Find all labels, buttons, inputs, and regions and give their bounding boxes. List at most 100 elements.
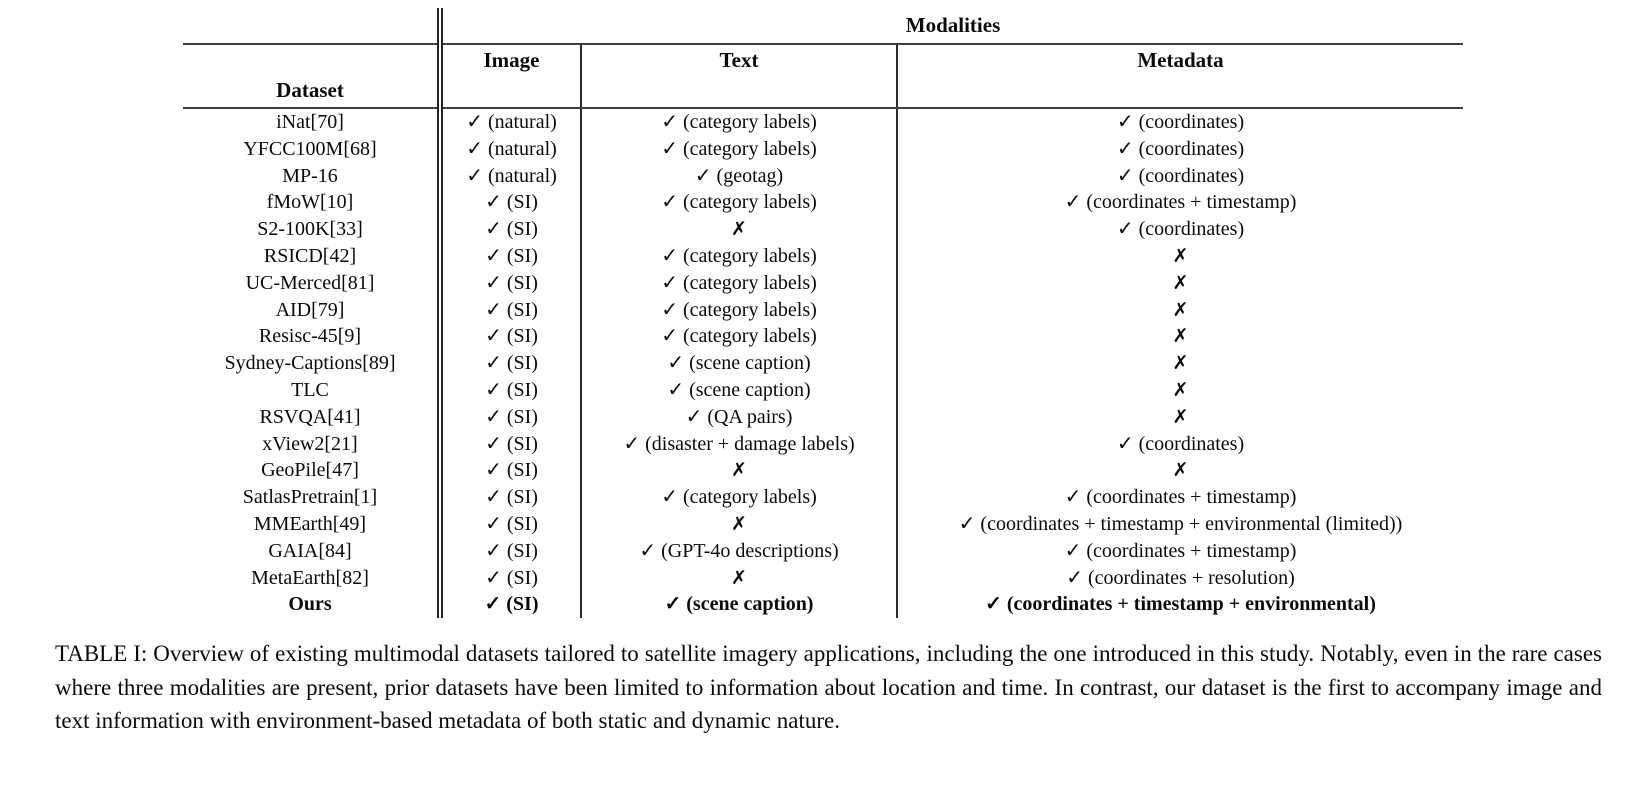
text-modality-cell: ✓ (QA pairs) [580, 403, 897, 431]
cross-icon: ✗ [896, 242, 1463, 270]
text-modality-cell: ✓ (scene caption) [580, 350, 897, 377]
image-modality-cell: ✓ (SI) [485, 459, 538, 482]
table-row: xView2[21] ✓ (SI) ✓ (disaster + damage lab… [183, 430, 1463, 458]
dataset-cell: GeoPile[47] [183, 457, 443, 485]
table-row: YFCC100M[68] ✓ (natural) ✓ (category label… [183, 135, 1463, 163]
table-row: MMEarth[49] ✓ (SI) ✗✓ (coordinates + times… [183, 510, 1463, 538]
table-row: MP-16✓ (natural)✓ (geotag)✓ (coordinates… [183, 162, 1463, 190]
dataset-cell: SatlasPretrain[1] [183, 484, 443, 511]
image-modality-cell: ✓ (SI) [485, 271, 538, 294]
image-modality-cell: ✓ (SI) [485, 566, 538, 589]
dataset-cell: MP-16 [183, 162, 443, 190]
cross-icon: ✗ [580, 510, 897, 538]
dataset-cell: TLC [183, 376, 443, 404]
metadata-modality-cell: ✓ (coordinates) [896, 108, 1463, 136]
text-modality-cell: ✓ (scene caption) [580, 591, 897, 619]
column-header-dataset: Dataset [183, 44, 443, 109]
cross-icon: ✗ [896, 323, 1463, 351]
modalities-header-row: Modalities [183, 8, 1463, 45]
table-row: S2-100K[33] ✓ (SI) ✗✓ (coordinates) [183, 216, 1463, 243]
image-modality-cell: ✓ (SI) [485, 325, 538, 348]
dataset-cell: YFCC100M[68] [183, 135, 443, 163]
image-modality-cell: ✓ (SI) [485, 378, 538, 401]
cross-icon: ✗ [896, 350, 1463, 377]
cross-icon: ✗ [580, 216, 897, 243]
cross-icon: ✗ [896, 457, 1463, 485]
table-row: RSVQA[41] ✓ (SI) ✓ (QA pairs)✗ [183, 403, 1463, 431]
text-modality-cell: ✓ (category labels) [580, 189, 897, 217]
column-header-row: Dataset Image Text Metadata [183, 44, 1463, 109]
metadata-modality-cell: ✓ (coordinates) [896, 430, 1463, 458]
table-row: Sydney-Captions[89] ✓ (SI) ✓ (scene captio… [183, 350, 1463, 377]
metadata-modality-cell: ✓ (coordinates + timestamp) [896, 484, 1463, 511]
dataset-cell: Resisc-45[9] [183, 323, 443, 351]
text-modality-cell: ✓ (category labels) [580, 296, 897, 324]
metadata-modality-cell: ✓ (coordinates + timestamp + environment… [896, 591, 1463, 619]
dataset-cell: MMEarth[49] [183, 510, 443, 538]
image-modality-cell: ✓ (SI) [485, 191, 538, 214]
table-body: iNat[70]✓ (natural)✓ (category labels)✓ … [183, 108, 1463, 619]
metadata-modality-cell: ✓ (coordinates + timestamp + environment… [896, 510, 1463, 538]
table-row: fMoW[10]✓ (SI)✓ (category labels)✓ (coor… [183, 189, 1463, 217]
text-modality-cell: ✓ (category labels) [580, 242, 897, 270]
dataset-cell: S2-100K[33] [183, 216, 443, 243]
table-row: UC-Merced[81]✓ (SI)✓ (category labels)✗ [183, 269, 1463, 297]
text-modality-cell: ✓ (category labels) [580, 323, 897, 351]
table-row: TLC ✓ (SI) ✓ (scene caption)✗ [183, 376, 1463, 404]
cross-icon: ✗ [896, 296, 1463, 324]
dataset-cell: RSICD[42] [183, 242, 443, 270]
table-row: MetaEarth[82]✓ (SI)✗✓ (coordinates + res… [183, 564, 1463, 592]
table-row: GAIA[84] ✓ (SI) ✓ (GPT-4o descriptions)✓ (… [183, 537, 1463, 565]
image-modality-cell: ✓ (SI) [484, 593, 539, 616]
table-row: AID[79] ✓ (SI) ✓ (category labels)✗ [183, 296, 1463, 324]
dataset-cell: Ours [183, 591, 443, 619]
dataset-cell: GAIA[84] [183, 537, 443, 565]
dataset-cell: RSVQA[41] [183, 403, 443, 431]
text-modality-cell: ✓ (scene caption) [580, 376, 897, 404]
cross-icon: ✗ [896, 403, 1463, 431]
text-modality-cell: ✓ (disaster + damage labels) [580, 430, 897, 458]
image-modality-cell: ✓ (SI) [485, 539, 538, 562]
image-modality-cell: ✓ (natural) [466, 164, 557, 187]
image-modality-cell: ✓ (natural) [466, 137, 557, 160]
metadata-modality-cell: ✓ (coordinates + timestamp) [896, 537, 1463, 565]
metadata-modality-cell: ✓ (coordinates) [896, 135, 1463, 163]
image-modality-cell: ✓ (SI) [485, 405, 538, 428]
cross-icon: ✗ [580, 564, 897, 592]
image-modality-cell: ✓ (SI) [485, 512, 538, 535]
dataset-cell: AID[79] [183, 296, 443, 324]
table-caption: TABLE I: Overview of existing multimodal… [55, 641, 1602, 733]
column-header-image: Image [440, 44, 581, 109]
metadata-modality-cell: ✓ (coordinates) [896, 216, 1463, 243]
table-row: Resisc-45[9] ✓ (SI) ✓ (category labels)✗ [183, 323, 1463, 351]
image-modality-cell: ✓ (SI) [485, 352, 538, 375]
image-modality-cell: ✓ (SI) [485, 432, 538, 455]
metadata-modality-cell: ✓ (coordinates) [896, 162, 1463, 190]
modalities-group-header: Modalities [440, 8, 1463, 45]
table-row: SatlasPretrain[1] ✓ (SI) ✓ (category label… [183, 484, 1463, 511]
image-modality-cell: ✓ (SI) [485, 298, 538, 321]
table-row: RSICD[42]✓ (SI)✓ (category labels)✗ [183, 242, 1463, 270]
image-modality-cell: ✓ (SI) [485, 486, 538, 509]
text-modality-cell: ✓ (category labels) [580, 135, 897, 163]
dataset-cell: iNat[70] [183, 108, 443, 136]
dataset-cell: xView2[21] [183, 430, 443, 458]
dataset-cell: UC-Merced[81] [183, 269, 443, 297]
cross-icon: ✗ [896, 376, 1463, 404]
datasets-modalities-table: Modalities Dataset Image Text Metadata i… [183, 8, 1463, 619]
text-modality-cell: ✓ (GPT-4o descriptions) [580, 537, 897, 565]
cross-icon: ✗ [580, 457, 897, 485]
column-header-metadata: Metadata [896, 44, 1463, 109]
text-modality-cell: ✓ (category labels) [580, 108, 897, 136]
column-header-text: Text [580, 44, 897, 109]
empty-corner-cell [183, 8, 443, 45]
cross-icon: ✗ [896, 269, 1463, 297]
text-modality-cell: ✓ (category labels) [580, 484, 897, 511]
table-row: GeoPile[47] ✓ (SI) ✗✗ [183, 457, 1463, 485]
dataset-cell: Sydney-Captions[89] [183, 350, 443, 377]
metadata-modality-cell: ✓ (coordinates + timestamp) [896, 189, 1463, 217]
image-modality-cell: ✓ (SI) [485, 218, 538, 241]
dataset-cell: MetaEarth[82] [183, 564, 443, 592]
table-row: Ours ✓ (SI) ✓ (scene caption)✓ (coordinate… [183, 591, 1463, 619]
